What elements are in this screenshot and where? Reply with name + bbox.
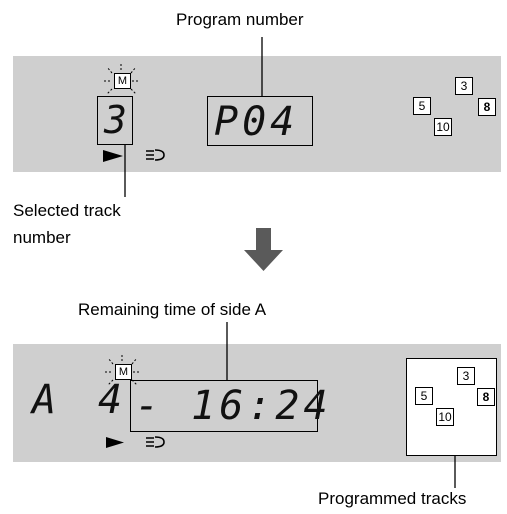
play-icon bbox=[106, 437, 124, 448]
track-3: 3 bbox=[455, 77, 473, 95]
track-5: 5 bbox=[413, 97, 431, 115]
programmed-tracks-label: Programmed tracks bbox=[318, 489, 467, 508]
program-number-label: Program number bbox=[176, 10, 304, 29]
memory-indicator: M bbox=[115, 364, 132, 380]
down-arrow-icon bbox=[244, 228, 283, 271]
track-8: 8 bbox=[477, 388, 495, 406]
programmed-tracks-box: 3 5 8 10 bbox=[406, 358, 497, 456]
repeat-icon bbox=[146, 149, 165, 161]
remaining-time-label: Remaining time of side A bbox=[78, 300, 267, 319]
track-5: 5 bbox=[415, 387, 433, 405]
selected-track-label: Selected track number bbox=[13, 197, 121, 251]
selected-track-label-line1: Selected track bbox=[13, 201, 121, 220]
repeat-icon bbox=[146, 436, 165, 448]
remaining-time-box: - 16:24 bbox=[130, 380, 328, 432]
memory-indicator: M bbox=[114, 73, 131, 89]
track-8: 8 bbox=[478, 98, 496, 116]
remaining-time-display: - 16:24 bbox=[135, 383, 332, 429]
track-10: 10 bbox=[434, 118, 452, 136]
memory-blink-icon bbox=[104, 354, 140, 386]
selected-track-box: 3 bbox=[97, 96, 133, 145]
track-number-display: 4 bbox=[98, 377, 127, 423]
play-icon bbox=[103, 150, 123, 162]
program-number-display: P04 bbox=[214, 99, 299, 145]
track-3: 3 bbox=[457, 367, 475, 385]
selected-track-digit: 3 bbox=[104, 98, 131, 142]
side-indicator: A bbox=[32, 377, 61, 423]
program-number-box: P04 bbox=[207, 96, 313, 146]
selected-track-label-line2: number bbox=[13, 228, 71, 247]
memory-blink-icon bbox=[103, 63, 139, 95]
track-10: 10 bbox=[436, 408, 454, 426]
